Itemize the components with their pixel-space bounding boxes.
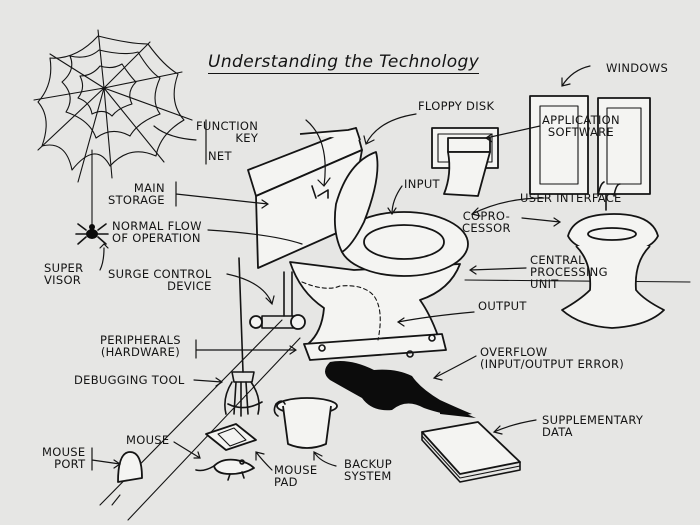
label-output: OUTPUT xyxy=(478,299,527,313)
label-mouse-port: MOUSE PORT xyxy=(42,445,86,471)
label-supervisor: SUPER VISOR xyxy=(44,261,84,287)
label-debugging-tool: DEBUGGING TOOL xyxy=(74,373,185,387)
paper-stack xyxy=(421,421,521,483)
mouse-animal xyxy=(195,458,255,481)
mouse-pad xyxy=(205,423,257,451)
bucket xyxy=(273,397,338,449)
mop xyxy=(224,257,263,417)
label-windows: WINDOWS xyxy=(606,61,669,75)
label-central-processing-unit: CENTRAL PROCESSING UNIT xyxy=(530,253,608,291)
label-normal-flow-of-operation: NORMAL FLOW OF OPERATION xyxy=(112,219,202,245)
toilet-paper-roll xyxy=(431,127,499,197)
label-function-key: FUNCTION KEY xyxy=(196,119,259,145)
supply-pipe xyxy=(249,271,306,330)
leader-lines xyxy=(91,65,591,471)
window-right xyxy=(597,97,651,195)
label-main-storage: MAIN STORAGE xyxy=(108,181,165,207)
label-coprocessor: COPRO- CESSOR xyxy=(462,209,511,235)
window-left xyxy=(529,95,589,195)
label-overflow: OVERFLOW (INPUT/OUTPUT ERROR) xyxy=(480,345,625,371)
toilet-bowl xyxy=(333,151,469,277)
bidet xyxy=(561,181,665,329)
label-floppy-disk: FLOPPY DISK xyxy=(418,99,495,113)
label-mouse: MOUSE xyxy=(126,433,170,447)
label-mouse-pad: MOUSE PAD xyxy=(274,463,318,489)
label-surge-control-device: SURGE CONTROL DEVICE xyxy=(108,267,212,293)
label-input: INPUT xyxy=(404,177,440,191)
spider-web xyxy=(33,29,193,229)
label-user-interface: USER INTERFACE xyxy=(520,191,622,205)
label-net: NET xyxy=(208,149,232,163)
label-supplementary-data: SUPPLEMENTARY DATA xyxy=(542,413,644,439)
overflow-puddle xyxy=(325,361,476,418)
diagram-title: Understanding the Technology xyxy=(208,52,480,74)
label-peripherals-hardware: PERIPHERALS (HARDWARE) xyxy=(100,333,181,359)
label-application-software: APPLICATION SOFTWARE xyxy=(542,113,620,139)
mouse-port xyxy=(117,451,143,483)
label-backup-system: BACKUP SYSTEM xyxy=(344,457,392,483)
toilet-base xyxy=(289,261,461,361)
spider-icon xyxy=(75,223,109,245)
